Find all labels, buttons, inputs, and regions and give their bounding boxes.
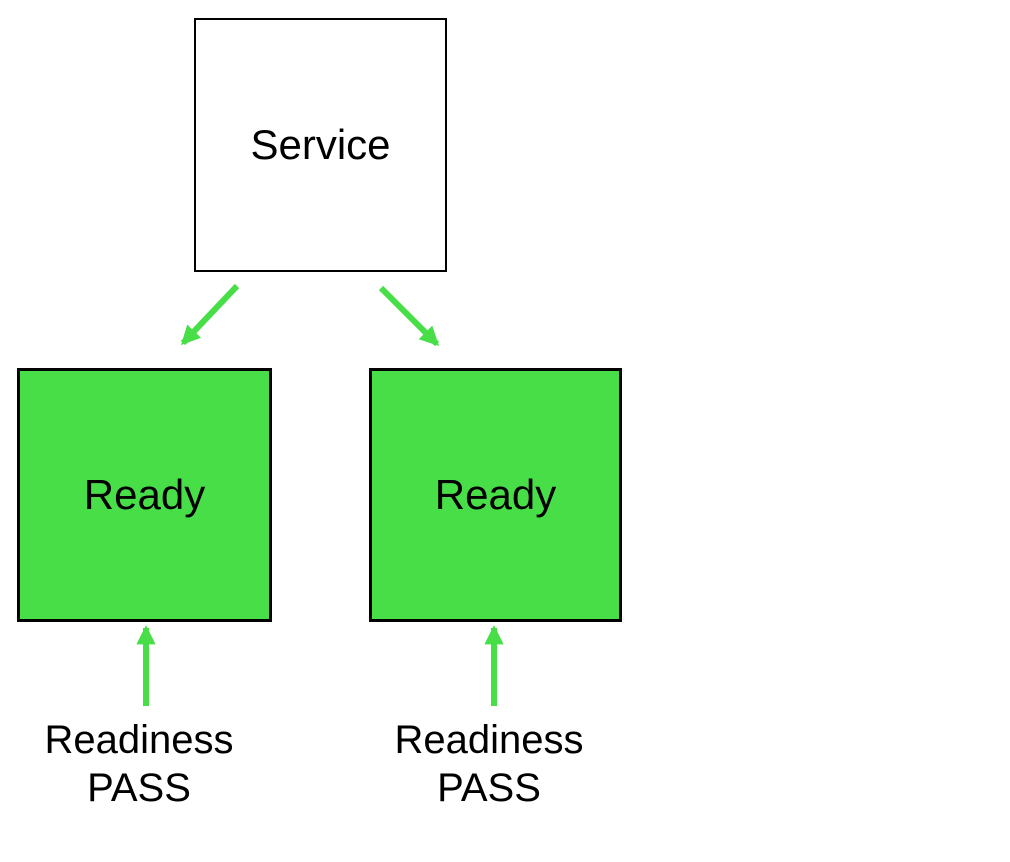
- service-node-label: Service: [250, 120, 391, 168]
- pod-node-left: Ready: [17, 368, 272, 622]
- caption-right-line1: Readiness: [394, 718, 584, 762]
- caption-left-line1: Readiness: [44, 718, 234, 762]
- caption-right-line2: PASS: [437, 766, 541, 810]
- arrow-service-to-pod-left-icon: [180, 283, 240, 346]
- pod-right-label: Ready: [434, 470, 557, 518]
- caption-left-line2: PASS: [87, 766, 191, 810]
- caption-right: Readiness PASS: [369, 716, 609, 812]
- service-node: Service: [194, 18, 447, 272]
- pod-node-right: Ready: [369, 368, 622, 622]
- caption-left: Readiness PASS: [19, 716, 259, 812]
- pod-left-label: Ready: [83, 470, 206, 518]
- arrow-service-to-pod-right-icon: [378, 285, 440, 347]
